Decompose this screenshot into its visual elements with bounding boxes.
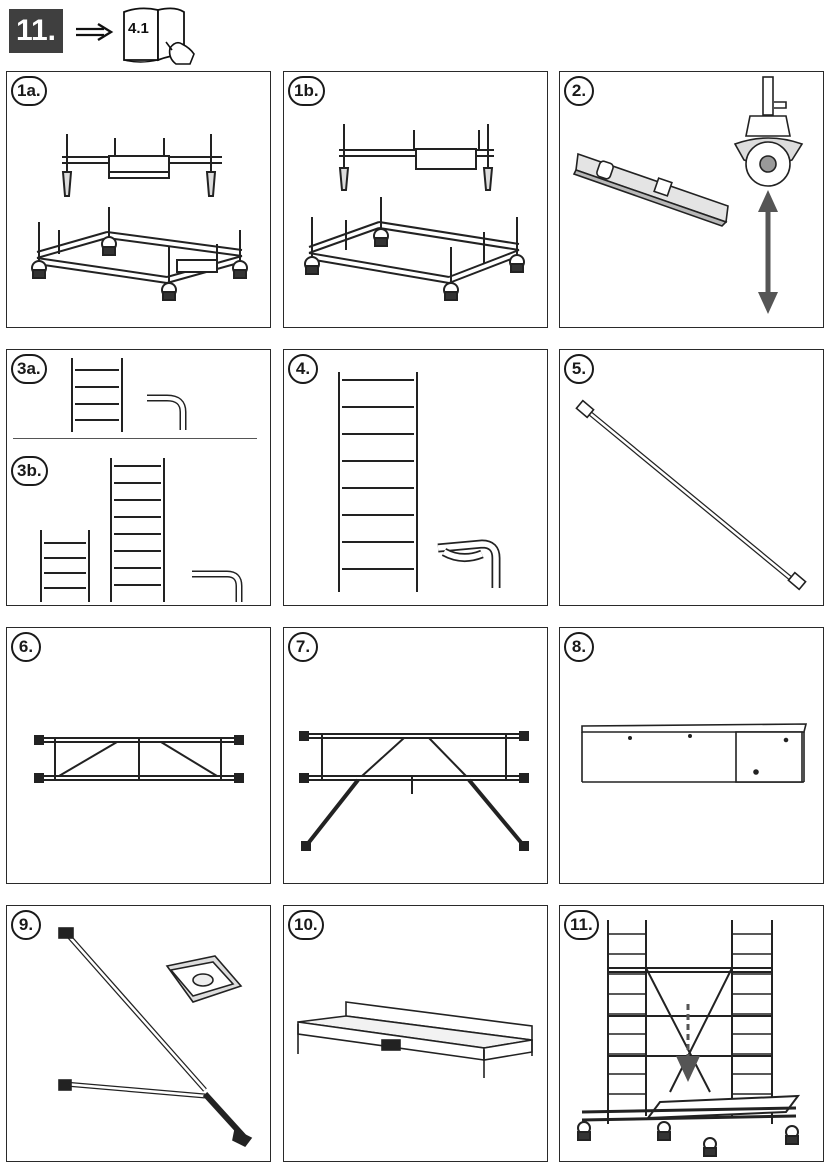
panel-label: 11.: [564, 910, 599, 940]
panel-label: 2.: [564, 76, 594, 106]
panel-3: 3a. 3b.: [6, 349, 271, 606]
panel-4: 4.: [283, 349, 548, 606]
panel-label: 9.: [11, 910, 41, 940]
section-divider: [13, 438, 257, 439]
horizontal-brace-frame-illustration: [34, 735, 244, 783]
panel-label: 4.: [288, 354, 318, 384]
panel-label: 5.: [564, 354, 594, 384]
panel-2: 2.: [559, 71, 824, 328]
panel-label-secondary: 3b.: [11, 456, 48, 486]
tower-assembly-with-platform-drop-illustration: [577, 920, 801, 1157]
panel-6: 6.: [6, 627, 271, 884]
platform-with-toeboards-illustration: [297, 1001, 533, 1078]
panel-5: 5.: [559, 349, 824, 606]
step-number-badge: 11.: [9, 9, 63, 53]
base-frame-assembly-illustration: [304, 124, 525, 301]
diagonal-brace-illustration: [575, 399, 807, 591]
ladder-frame-and-connector-illustration: [338, 372, 501, 592]
level-and-caster-adjust-illustration: [572, 76, 804, 314]
down-arrow-icon: [676, 1004, 700, 1082]
manual-reference-label: 4.1: [128, 20, 149, 37]
panel-label: 3a.: [11, 354, 47, 384]
manual-book-icon: 4.1: [120, 4, 200, 66]
panel-label: 1b.: [288, 76, 325, 106]
panel-label: 8.: [564, 632, 594, 662]
platform-deck-illustration: [581, 723, 808, 783]
ladder-frames-and-connector-illustration: [40, 358, 243, 602]
base-frame-assembly-illustration: [31, 134, 248, 301]
panel-1a: 1a.: [6, 71, 271, 328]
brace-frame-with-stabilisers-illustration: [299, 731, 529, 851]
panel-1b: 1b.: [283, 71, 548, 328]
panel-label: 6.: [11, 632, 41, 662]
panel-9: 9.: [6, 905, 271, 1162]
panel-label: 1a.: [11, 76, 47, 106]
panel-11: 11.: [559, 905, 824, 1162]
panel-8: 8.: [559, 627, 824, 884]
double-right-arrow-icon: [76, 22, 114, 42]
panel-label: 7.: [288, 632, 318, 662]
panel-label: 10.: [288, 910, 324, 940]
panel-10: 10.: [283, 905, 548, 1162]
stabiliser-and-footpad-illustration: [58, 927, 253, 1148]
panel-7: 7.: [283, 627, 548, 884]
